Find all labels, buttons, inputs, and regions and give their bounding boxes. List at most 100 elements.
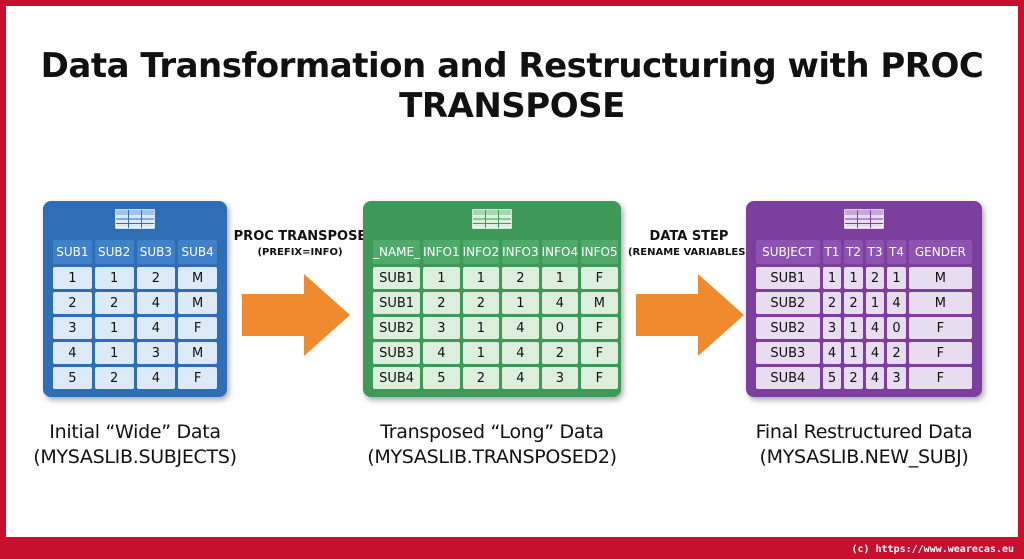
table-cell: 4 [541,292,579,314]
table-cell: 2 [53,292,92,314]
table-cell: SUB1 [373,267,421,289]
column-header: SUB4 [178,240,217,264]
table-cell: 3 [887,367,906,389]
table-cell: 1 [94,342,134,364]
table-cell: 2 [844,292,863,314]
table-cell: SUB1 [756,267,820,289]
column-header: INFO5 [581,240,618,264]
table-cell: 1 [844,267,863,289]
column-header: INFO4 [541,240,579,264]
table-cell: 1 [462,317,500,339]
table-cell: 1 [502,292,539,314]
column-header: INFO3 [502,240,539,264]
table-cell: 1 [94,317,134,339]
table-cell: 3 [541,367,579,389]
step-sub: (PREFIX=INFO) [257,247,343,258]
caption-dataset: (MYSASLIB.TRANSPOSED2) [367,446,617,468]
proc-transpose-step: PROC TRANSPOSE (PREFIX=INFO) [228,229,372,258]
right-arrow-icon [636,274,744,356]
column-header: SUB2 [94,240,134,264]
data-step: DATA STEP (RENAME VARIABLES) [618,229,760,258]
caption-dataset: (MYSASLIB.SUBJECTS) [33,446,237,468]
table-cell: 4 [865,317,885,339]
table-cell: M [178,267,217,289]
table-cell: M [178,292,217,314]
table-cell: SUB4 [373,367,421,389]
table-cell: F [908,317,972,339]
column-header: INFO2 [462,240,500,264]
table-cell: 1 [423,267,460,289]
table-cell: F [581,317,618,339]
table-cell: 2 [136,267,176,289]
column-header: T3 [865,240,885,264]
table-grid-icon [472,209,512,229]
table-cell: 5 [423,367,460,389]
table-cell: 5 [53,367,92,389]
table-cell: 2 [462,292,500,314]
table-cell: 4 [136,317,176,339]
table-cell: SUB3 [373,342,421,364]
table-cell: 1 [822,267,842,289]
table-cell: M [908,267,972,289]
table-cell: F [581,342,618,364]
caption-title: Transposed “Long” Data [380,421,604,443]
table-cell: 1 [53,267,92,289]
table-cell: F [908,367,972,389]
table-cell: 0 [541,317,579,339]
table-cell: F [178,317,217,339]
table-cell: 2 [865,267,885,289]
table-cell: 2 [462,367,500,389]
table-cell: F [581,267,618,289]
table-cell: 4 [502,317,539,339]
table-cell: 4 [502,367,539,389]
final-data-caption: Final Restructured Data (MYSASLIB.NEW_SU… [742,420,986,470]
column-header: _NAME_ [373,240,421,264]
caption-title: Initial “Wide” Data [49,421,221,443]
table-cell: F [178,367,217,389]
table-cell: 1 [541,267,579,289]
column-header: SUB1 [53,240,92,264]
table-cell: F [908,342,972,364]
table-cell: 1 [462,342,500,364]
table-cell: 1 [865,292,885,314]
copyright-footer: (c) https://www.wearecas.eu [851,544,1014,555]
table-cell: SUB2 [756,292,820,314]
column-header: SUBJECT [756,240,820,264]
table-cell: 3 [423,317,460,339]
table-cell: 2 [541,342,579,364]
table-cell: 0 [887,317,906,339]
column-header: T1 [822,240,842,264]
table-cell: 2 [423,292,460,314]
column-header: T2 [844,240,863,264]
slide-title: Data Transformation and Restructuring wi… [40,46,984,126]
table-cell: 4 [53,342,92,364]
table-cell: 5 [822,367,842,389]
slide-frame: Data Transformation and Restructuring wi… [6,6,1018,537]
table-cell: M [908,292,972,314]
table-cell: 4 [136,292,176,314]
table-cell: SUB3 [756,342,820,364]
table-cell: 2 [94,292,134,314]
table-cell: M [581,292,618,314]
